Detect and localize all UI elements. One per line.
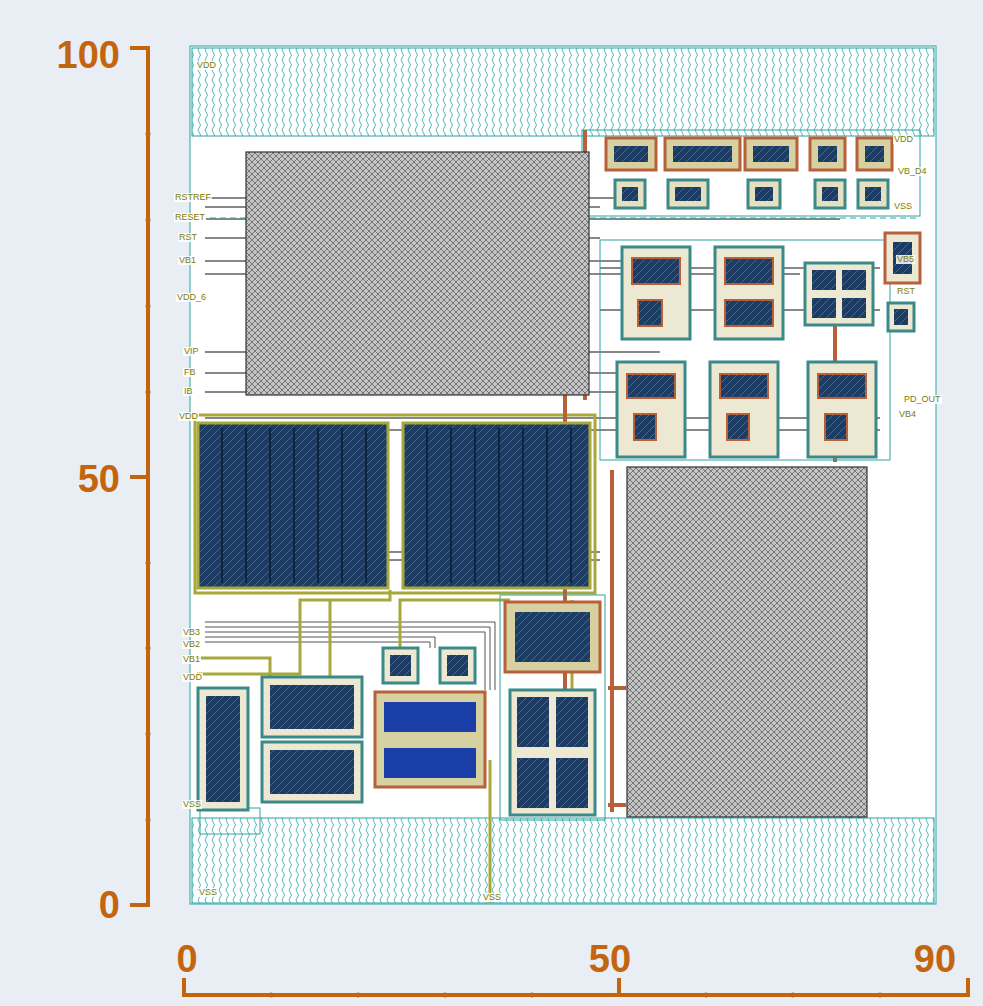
pin-name: VSS [182, 800, 202, 809]
device-block [198, 602, 600, 815]
axis-number: 100 [57, 36, 120, 74]
layout-ground [190, 46, 936, 904]
pin-name: RST [178, 233, 198, 242]
pin-name: RESET [174, 213, 206, 222]
axis-tick [146, 132, 883, 998]
pin-name: VSS [198, 888, 218, 897]
pin-name: VB4 [898, 410, 917, 419]
axis-number: 90 [914, 940, 956, 978]
pin-name: VB2 [182, 640, 201, 649]
pin-name: VIP [183, 347, 200, 356]
axis [130, 48, 968, 995]
transistor [606, 138, 892, 208]
pin-name: RST [896, 287, 916, 296]
pin-name: VDD [178, 412, 199, 421]
pin-name: IB [183, 387, 194, 396]
power-rail [192, 48, 934, 136]
axis-number: 0 [176, 940, 197, 978]
pin-name: VB1 [182, 655, 201, 664]
pin-name: VDD [196, 61, 217, 70]
pin-name: VB3 [182, 628, 201, 637]
pin-name: RSTREF [174, 193, 212, 202]
axis-number: 50 [589, 940, 631, 978]
pin-name: VB5 [896, 255, 915, 264]
olive-route [195, 415, 595, 903]
pin-name: VB1 [178, 256, 197, 265]
transistor [617, 233, 920, 457]
axis-number: 50 [78, 460, 120, 498]
axis-number: 0 [99, 886, 120, 924]
pin-name: VB_D4 [897, 167, 928, 176]
pin-name: VSS [893, 202, 913, 211]
resistor-array [198, 423, 590, 588]
pin-name: VDD [893, 135, 914, 144]
capacitor [246, 152, 589, 395]
pin-name: VSS [482, 893, 502, 902]
capacitor [627, 467, 867, 817]
pin-name: VDD [182, 673, 203, 682]
pin-name: VDD_6 [176, 293, 207, 302]
pin-name: PD_OUT [903, 395, 942, 404]
pin-name: FB [183, 368, 197, 377]
power-rail [192, 818, 934, 903]
